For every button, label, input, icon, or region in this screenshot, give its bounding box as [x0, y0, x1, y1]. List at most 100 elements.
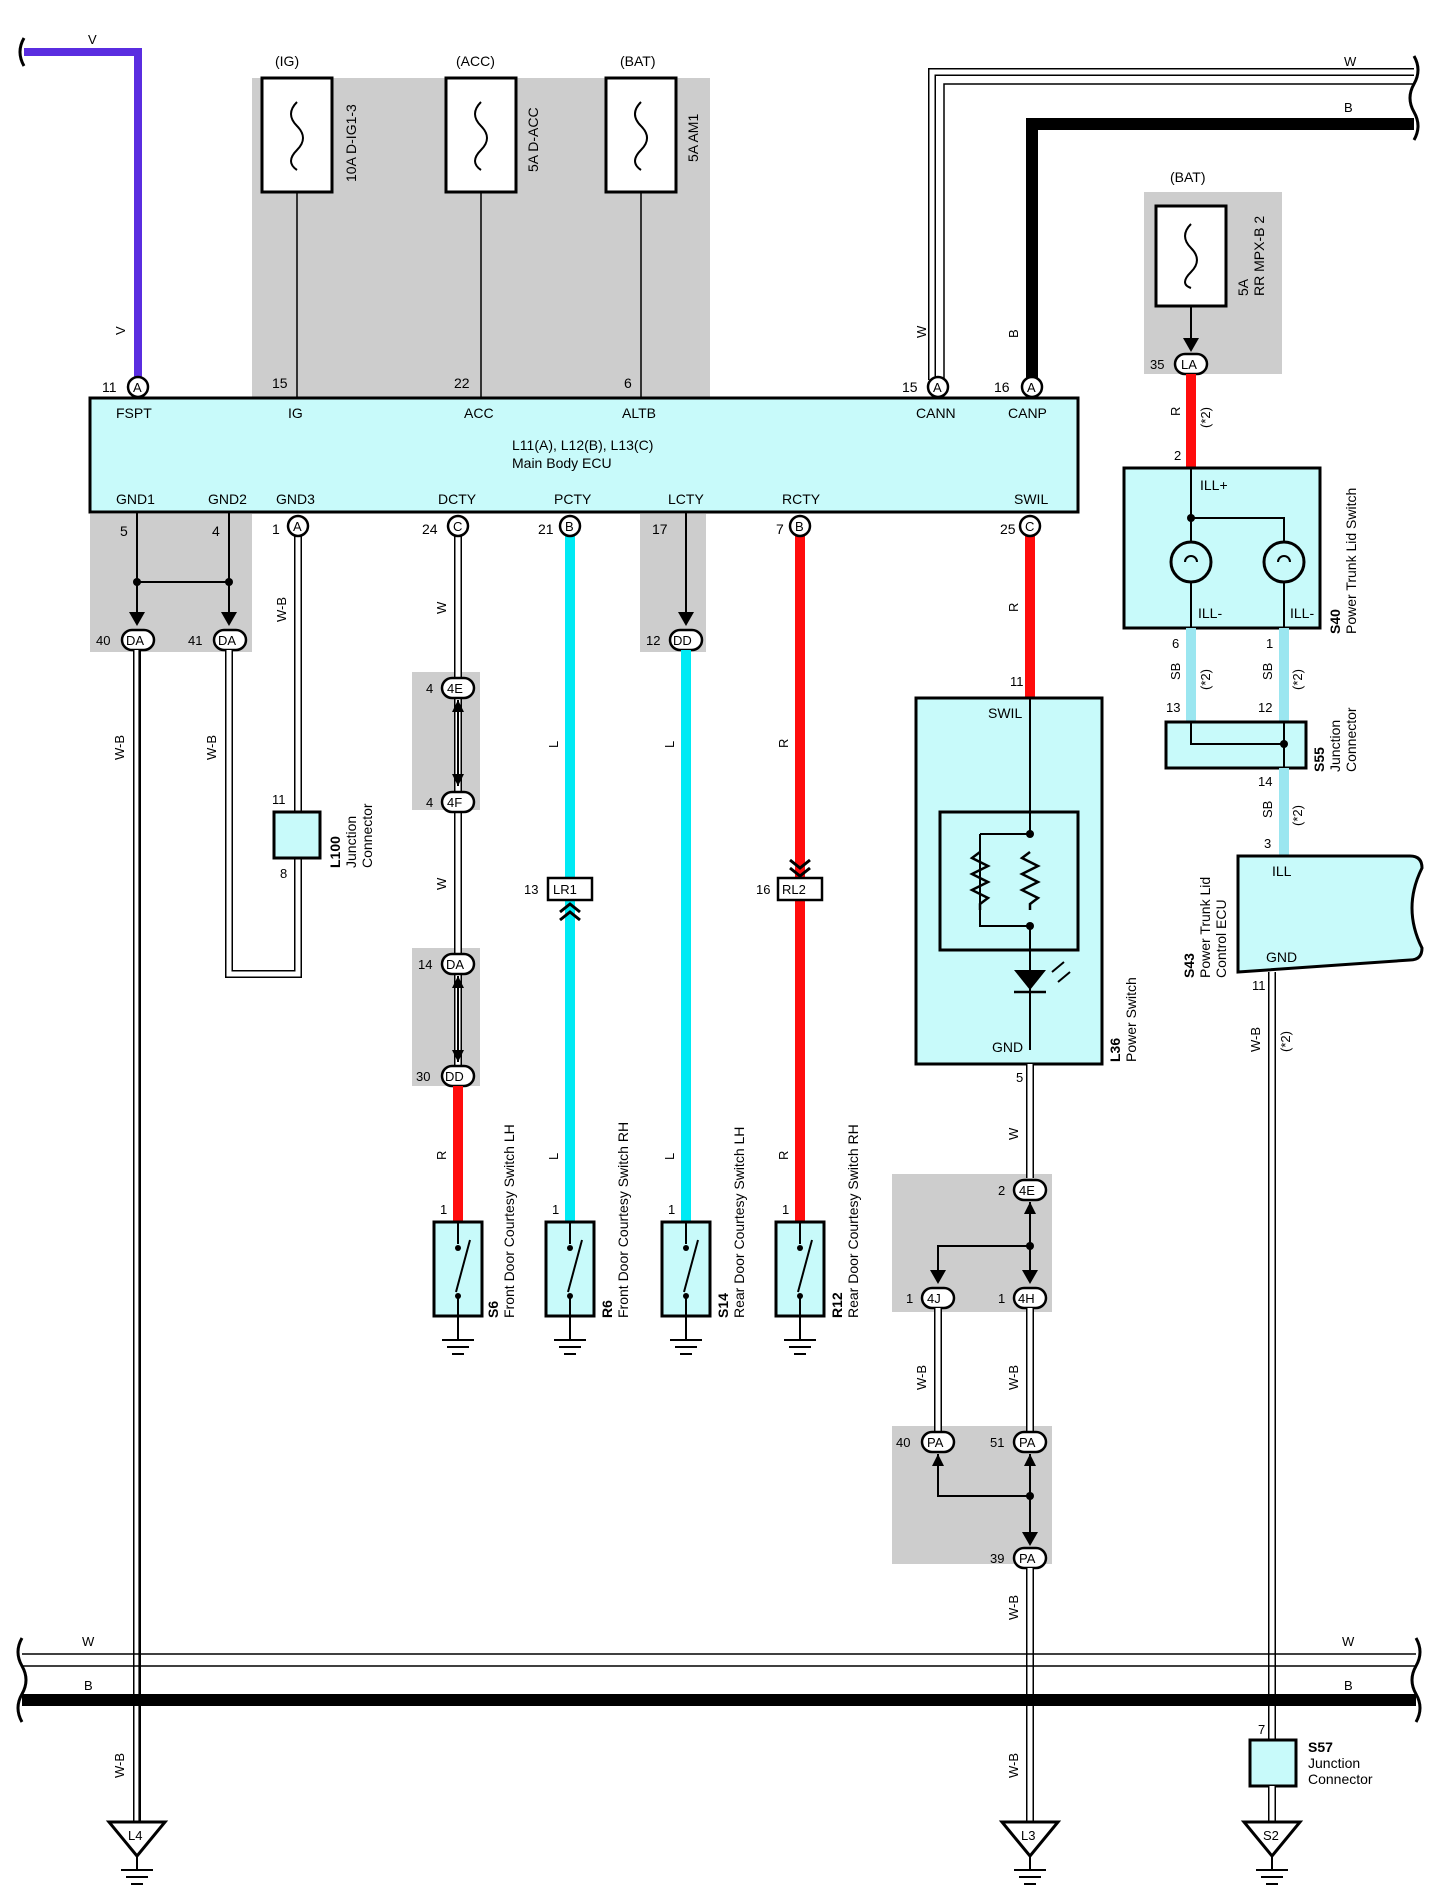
- ground-s2: S2: [1240, 1820, 1304, 1885]
- switch-r6-desc: Front Door Courtesy Switch RH: [615, 1122, 631, 1318]
- ecu-pin-name-swil: SWIL: [1014, 491, 1048, 507]
- s40-desc: Power Trunk Lid Switch: [1343, 488, 1359, 634]
- svg-text:4J: 4J: [927, 1291, 941, 1306]
- fuse-rr-mpx: [1154, 204, 1228, 350]
- connector-dd12: DD 12: [646, 612, 704, 652]
- svg-text:1: 1: [998, 1291, 1005, 1306]
- ground-l3: L3: [998, 1820, 1062, 1885]
- connector-la: LA 35: [1150, 338, 1209, 376]
- s43-id: S43: [1181, 953, 1197, 978]
- junction-s57: [1248, 1738, 1298, 1788]
- wire-color-w-dcty2: W: [434, 877, 449, 890]
- note-sb-b: (*2): [1290, 669, 1305, 690]
- switch-s6-pin: 1: [440, 1202, 447, 1217]
- wire-color-r-rcty1: R: [776, 739, 791, 748]
- fuse-am1-source: (BAT): [620, 53, 656, 69]
- main-body-ecu: [88, 396, 1080, 514]
- l36-gnd: GND: [992, 1039, 1023, 1055]
- connector-4j: 4J 1: [906, 1270, 956, 1310]
- wire-color-v-top: V: [88, 32, 97, 47]
- s55-pin-a: 13: [1166, 700, 1180, 715]
- svg-text:LA: LA: [1181, 357, 1197, 372]
- pin-circle-dcty: C: [446, 514, 470, 538]
- svg-text:B: B: [565, 519, 574, 534]
- pin-circle-canp: A: [1020, 375, 1044, 399]
- note-r-ill: (*2): [1198, 407, 1213, 428]
- s57-pin: 7: [1258, 1722, 1265, 1737]
- ecu-pin-num-pcty: 21: [538, 521, 554, 537]
- pin-circle-gnd3: A: [286, 514, 310, 538]
- connector-4e-b: 4E 2: [998, 1178, 1048, 1214]
- switch-r12: [774, 1220, 826, 1355]
- wire-color-l-pcty2: L: [546, 1153, 561, 1160]
- pin-circle-rcty: B: [788, 514, 812, 538]
- fuse-acc-source: (ACC): [456, 53, 495, 69]
- s40-ill-minus-b: ILL-: [1290, 605, 1314, 621]
- svg-text:B: B: [795, 519, 804, 534]
- switch-s14: [660, 1220, 712, 1355]
- l100-id: L100: [327, 836, 343, 868]
- svg-text:12: 12: [646, 633, 660, 648]
- pin-circle-fspt: A: [126, 375, 150, 399]
- fuse-rr-source: (BAT): [1170, 169, 1206, 185]
- ecu-pin-name-gnd2: GND2: [208, 491, 247, 507]
- wire-color-wb-l3b: W-B: [1006, 1753, 1021, 1778]
- wire-color-wb-4h: W-B: [1006, 1365, 1021, 1390]
- connector-lr1: LR1 13: [524, 876, 594, 922]
- switch-r6: [544, 1220, 596, 1355]
- wire-wb-loop: [225, 524, 302, 978]
- s40-id: S40: [1327, 609, 1343, 634]
- ecu-pin-name-gnd1: GND1: [116, 491, 155, 507]
- switch-s6-id: S6: [485, 1301, 501, 1318]
- switch-r12-id: R12: [829, 1292, 845, 1318]
- switch-s6-desc: Front Door Courtesy Switch LH: [501, 1124, 517, 1318]
- wire-color-wb-l3a: W-B: [1006, 1595, 1021, 1620]
- l36-id: L36: [1107, 1038, 1123, 1062]
- svg-text:PA: PA: [927, 1435, 944, 1450]
- connector-4f: 4F 4: [426, 790, 476, 814]
- switch-s14-pin: 1: [668, 1202, 675, 1217]
- l36-desc: Power Switch: [1123, 977, 1139, 1062]
- wire-wb-l4: [133, 650, 141, 1822]
- svg-text:DA: DA: [126, 633, 144, 648]
- s57-line1: Junction: [1308, 1755, 1360, 1771]
- ecu-pin-num-acc: 22: [454, 375, 470, 391]
- svg-text:S2: S2: [1263, 1828, 1279, 1843]
- ecu-pin-num-dcty: 24: [422, 521, 438, 537]
- svg-text:40: 40: [96, 633, 110, 648]
- wire-color-sb-a: SB: [1168, 663, 1183, 680]
- fuse-acc-label: 5A D-ACC: [525, 107, 541, 172]
- wire-color-r-rcty2: R: [776, 1151, 791, 1160]
- svg-text:35: 35: [1150, 357, 1164, 372]
- ecu-pin-name-fspt: FSPT: [116, 405, 152, 421]
- connector-da40: DA 40: [96, 612, 156, 652]
- wire-color-r-swil: R: [1006, 603, 1021, 612]
- s55-line2: Connector: [1343, 707, 1359, 772]
- l36-pin-out: 5: [1016, 1070, 1023, 1085]
- ecu-pin-num-canp: 16: [994, 379, 1010, 395]
- svg-text:L3: L3: [1021, 1828, 1035, 1843]
- s43-line2: Control ECU: [1213, 899, 1229, 978]
- fuse-acc: [444, 76, 518, 398]
- pin-circle-swil: C: [1018, 514, 1042, 538]
- wire-color-b-bottom-r: B: [1344, 1678, 1353, 1693]
- ecu-pin-num-gnd3: 1: [272, 521, 280, 537]
- wire-color-w-cann: W: [914, 325, 929, 338]
- ecu-pin-name-gnd3: GND3: [276, 491, 315, 507]
- s43-gnd: GND: [1266, 949, 1297, 965]
- svg-text:13: 13: [524, 882, 538, 897]
- l100-pin-bot: 8: [280, 866, 287, 881]
- ecu-pin-name-rcty: RCTY: [782, 491, 821, 507]
- ecu-pin-num-ig: 15: [272, 375, 288, 391]
- ecu-title: L11(A), L12(B), L13(C): [512, 437, 653, 453]
- note-sb-a: (*2): [1198, 669, 1213, 690]
- power-switch-l36: [914, 696, 1104, 1066]
- wire-color-w-l36: W: [1006, 1127, 1021, 1140]
- wire-4e-split: [937, 1202, 1031, 1280]
- svg-text:39: 39: [990, 1551, 1004, 1566]
- wire-v: [24, 48, 142, 382]
- wire-color-wb-gnd3: W-B: [274, 597, 289, 622]
- fuse-rr-amp: 5A: [1235, 278, 1251, 296]
- svg-text:A: A: [933, 380, 942, 395]
- wire-color-w-bottom-l: W: [82, 1634, 95, 1649]
